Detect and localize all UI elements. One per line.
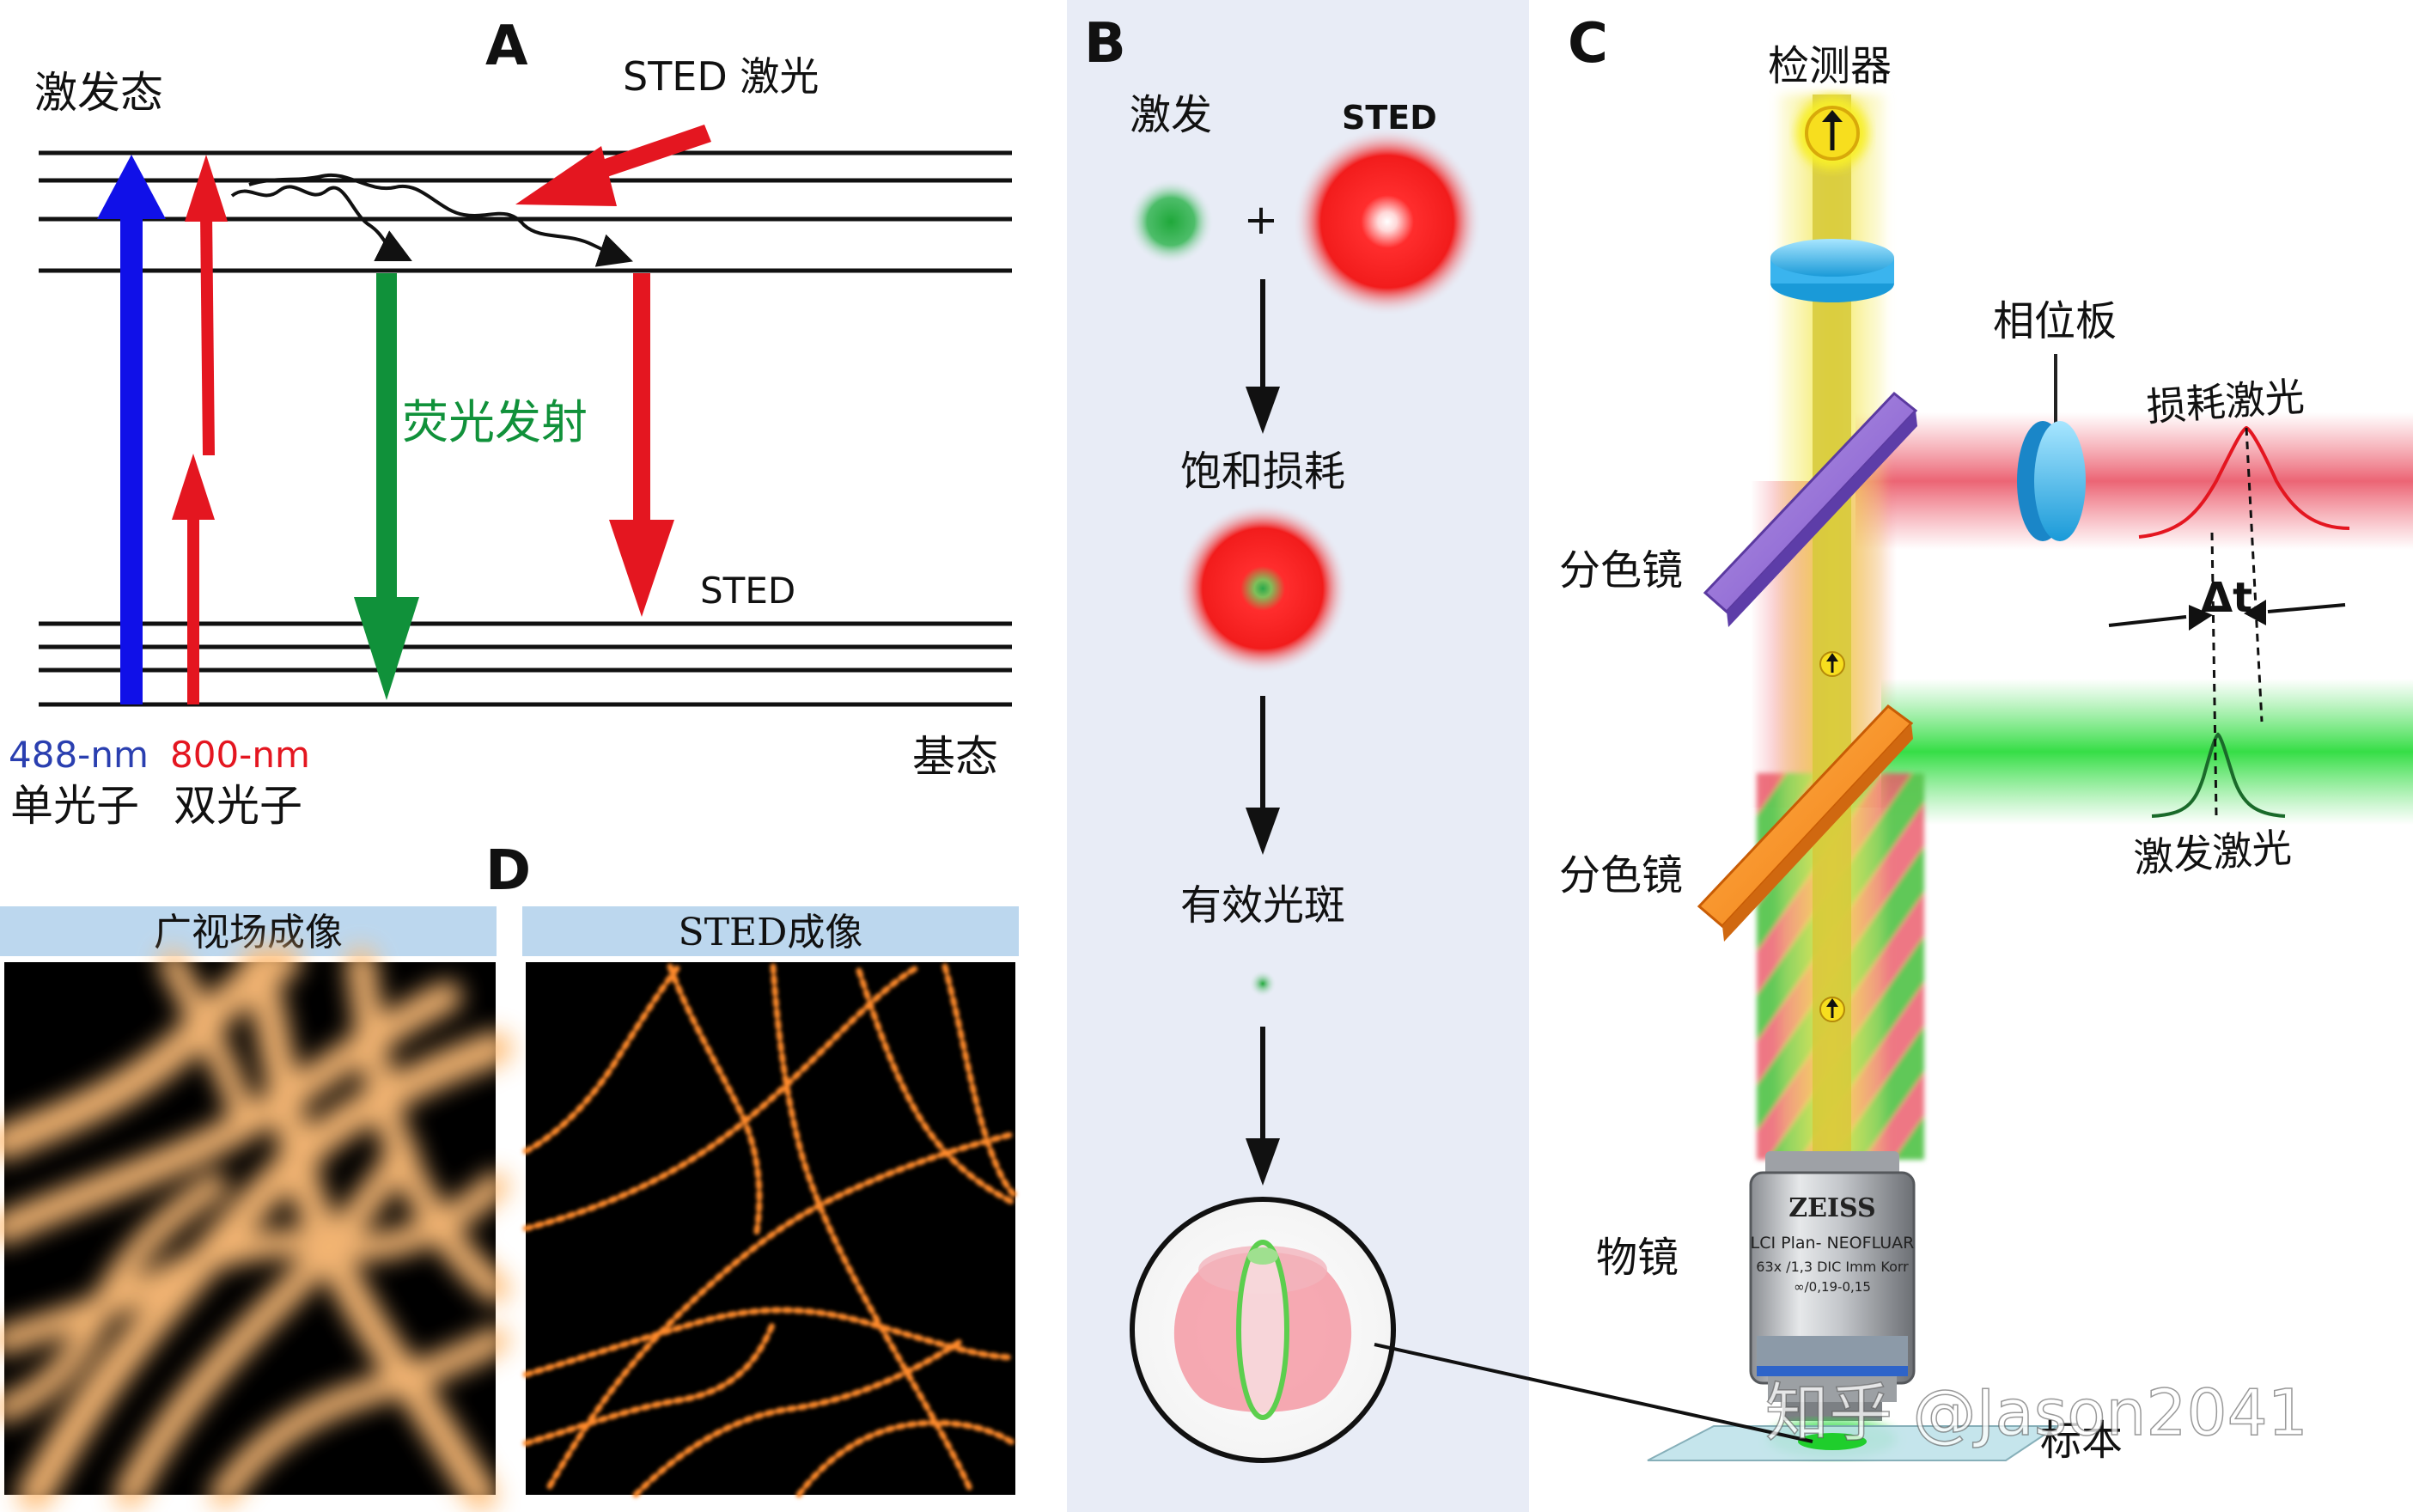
- stimulated-emission-arrow: [609, 273, 674, 617]
- flow-arrow-1: [1246, 279, 1280, 434]
- panel-d: D 广视场成像 STED成像: [0, 839, 1019, 1512]
- widefield-title-bar: [0, 906, 497, 956]
- flow-arrow-2: [1246, 696, 1280, 855]
- vibrational-relaxation-arrows: [230, 173, 633, 267]
- effective-spot-label: 有效光斑: [1180, 881, 1345, 930]
- sample-slide: [1647, 1420, 2061, 1461]
- detector-icon: [1796, 97, 1868, 169]
- widefield-title: 广视场成像: [154, 911, 343, 954]
- objective-model: LCI Plan- NEOFLUAR: [1751, 1234, 1915, 1253]
- objective-lens: [1749, 1151, 1916, 1421]
- sted-emission-label: STED: [700, 570, 795, 612]
- lens-icon: [1770, 239, 1894, 302]
- dichroic-mirror-2: [1697, 704, 1914, 942]
- dichroic-1-label: 分色镜: [1559, 546, 1683, 594]
- panel-c-letter: C: [1568, 12, 1608, 76]
- sted-donut-spot: [1293, 127, 1482, 316]
- ground-state-label: 基态: [912, 732, 998, 782]
- panel-a: A 激发态 STED 激光: [9, 15, 1012, 831]
- objective-brand: ZEISS: [1788, 1193, 1875, 1223]
- sted-laser-arrow: [515, 125, 711, 206]
- two-photon-excitation-arrows: [172, 155, 228, 704]
- excitation-pulse: [2151, 732, 2286, 818]
- delta-t-indicator: [2108, 427, 2346, 817]
- detector-label: 检测器: [1768, 42, 1892, 90]
- panel-d-letter: D: [485, 839, 531, 903]
- phase-plate-label: 相位板: [1993, 297, 2117, 345]
- excitation-beam: [1881, 679, 2413, 825]
- panel-b-letter: B: [1084, 12, 1126, 76]
- sample-label: 标本: [2040, 1417, 2123, 1465]
- sted-image: [522, 962, 1017, 1498]
- objective-spec-2: ∞/0,19-0,15: [1794, 1279, 1871, 1295]
- depleted-spot: [1177, 503, 1349, 674]
- watermark: 知乎 @Jason2041: [1765, 1376, 2308, 1450]
- wavelength-800-label: 800-nm: [170, 734, 310, 776]
- single-photon-label: 单光子: [10, 781, 139, 831]
- fluorescence-emission-arrow: [354, 273, 419, 700]
- objective-label: 物镜: [1596, 1234, 1679, 1282]
- beam-direction-arrows: [1819, 651, 1845, 1022]
- two-photon-label: 双光子: [174, 781, 302, 831]
- widefield-image: [0, 945, 513, 1512]
- saturated-depletion-label: 饱和损耗: [1180, 448, 1345, 496]
- effective-spot: [1249, 970, 1277, 997]
- zoom-connector: [1374, 1343, 1813, 1443]
- panel-c: C 检测器: [1374, 12, 2413, 1465]
- phase-plate-icon: [2017, 421, 2086, 541]
- dichroic-mirror-1: [1703, 391, 1918, 627]
- panel-a-letter: A: [485, 15, 528, 78]
- fluorescence-label: 荧光发射: [402, 395, 588, 449]
- delta-t-label: Δt: [2201, 574, 2252, 622]
- excited-state-levels: [39, 150, 1012, 273]
- panel-b: B 激发 STED + 饱和损耗 有效光斑: [1067, 0, 1529, 1512]
- flow-arrow-3: [1246, 1027, 1280, 1186]
- excited-state-label: 激发态: [34, 68, 163, 118]
- sted-laser-label: STED 激光: [623, 53, 819, 100]
- dichroic-2-label: 分色镜: [1559, 851, 1683, 899]
- objective-spec: 63x /1,3 DIC Imm Korr: [1756, 1259, 1909, 1275]
- single-photon-excitation-arrow: [97, 155, 166, 704]
- excitation-label: 激发: [1130, 91, 1212, 139]
- plus-sign: +: [1244, 196, 1278, 244]
- ground-state-levels: [39, 621, 1012, 707]
- sted-title: STED成像: [679, 911, 863, 954]
- wavelength-488-label: 488-nm: [9, 734, 149, 776]
- sted-title-bar: [522, 906, 1019, 956]
- excitation-laser-label: 激发激光: [2132, 824, 2293, 881]
- psf-3d-illustration: [1130, 1197, 1396, 1463]
- excitation-spot: [1128, 179, 1214, 265]
- depletion-laser-label: 损耗激光: [2145, 373, 2306, 430]
